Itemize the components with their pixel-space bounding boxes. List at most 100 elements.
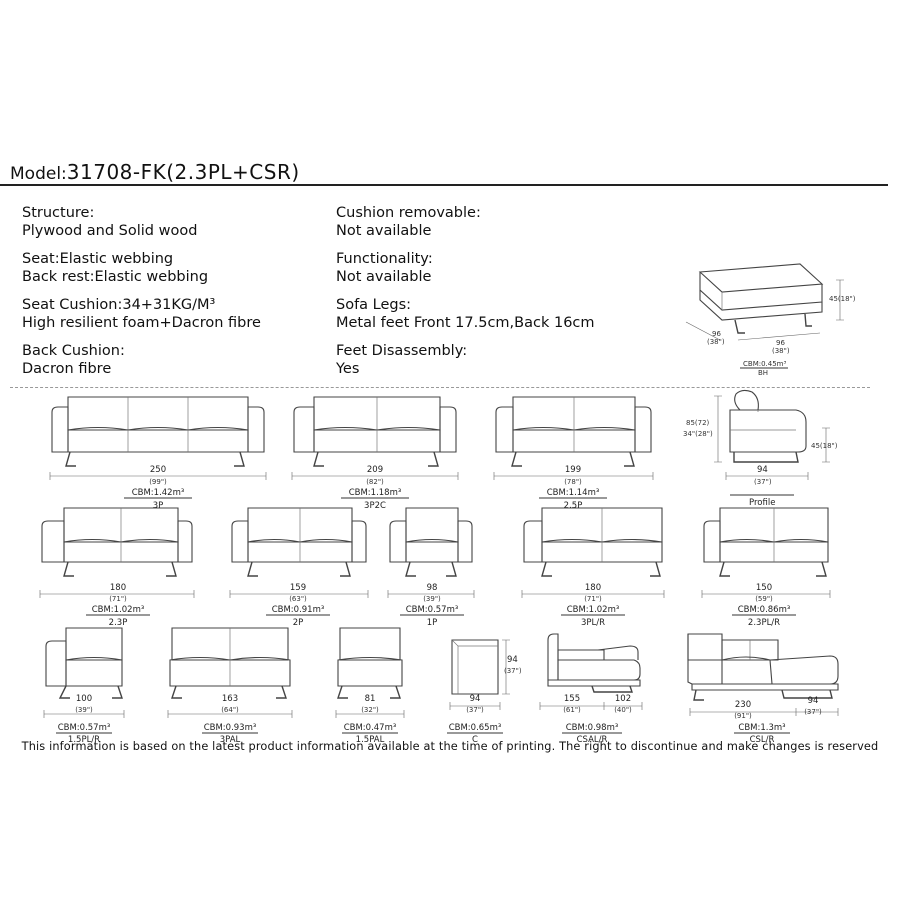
spec-line: Dacron fibre	[22, 361, 112, 377]
ottoman-code: BH	[758, 369, 768, 377]
code-corner: C	[472, 735, 478, 745]
dim2-csl: 94	[808, 696, 819, 706]
code-3p2c: 3P2C	[364, 501, 386, 511]
sofa-profile: 85(72) 34"(28") 45(18") 94 (37") Profile	[683, 389, 838, 508]
cbm-2-3p: CBM:1.02m³	[92, 605, 145, 615]
code-csal: CSAL/R	[577, 735, 608, 745]
dim-1-5pl-r: 100	[76, 694, 92, 704]
dim-csl: 230	[735, 700, 751, 710]
dim-3pal-in: (64")	[221, 706, 239, 714]
dim-2-3pl-r: 150	[756, 583, 772, 593]
code-3pal: 3PAL	[220, 735, 241, 745]
dim-csal: 155	[564, 694, 580, 704]
code-csl: CSL/R	[750, 735, 775, 745]
spec-line: Seat:Elastic webbing	[22, 251, 174, 267]
dim-2-5p: 199	[565, 465, 581, 475]
sofa-3p2c	[291, 396, 459, 480]
dim-2-3pl-r-in: (59")	[755, 595, 773, 603]
spec-line: Functionality:	[336, 251, 433, 267]
code-1-5pl-r: 1.5PL/R	[68, 735, 100, 745]
code-1p: 1P	[427, 618, 438, 628]
corner-side-dim: 94	[507, 655, 518, 665]
spec-line: Metal feet Front 17.5cm,Back 16cm	[336, 315, 595, 331]
spec-line: Yes	[336, 361, 360, 377]
spec-line: Cushion removable:	[336, 205, 481, 221]
dim-1-5pal: 81	[365, 694, 376, 704]
profile-back-height: 85(72)	[686, 419, 710, 427]
cbm-3pal: CBM:0.93m³	[204, 723, 257, 733]
profile-back-height-in: 34"(28")	[683, 430, 713, 438]
model-number: 31708-FK(2.3PL+CSR)	[66, 160, 300, 184]
code-2-3pl-r: 2.3PL/R	[748, 618, 780, 628]
sofa-1-5pl-r	[43, 627, 125, 718]
ottoman-width-dim: 96	[776, 339, 785, 347]
spec-line: High resilient foam+Dacron fibre	[22, 315, 261, 331]
cbm-2p: CBM:0.91m³	[272, 605, 325, 615]
spec-line: Sofa Legs:	[336, 297, 412, 313]
dim-3p2c: 209	[367, 465, 383, 475]
code-1-5pal: 1.5PAL	[356, 735, 385, 745]
code-2-3p: 2.3P	[109, 618, 128, 628]
profile-code: Profile	[749, 498, 775, 508]
cbm-2-3pl-r: CBM:0.86m³	[738, 605, 791, 615]
cbm-3pl-r: CBM:1.02m³	[567, 605, 620, 615]
dim-1p-in: (39")	[423, 595, 441, 603]
code-2-5p: 2.5P	[564, 501, 583, 511]
code-3pl-r: 3PL/R	[581, 618, 605, 628]
dim-3p: 250	[150, 465, 166, 475]
sofa-corner-c: 94 (37")	[449, 639, 522, 710]
cbm-2-5p: CBM:1.14m³	[547, 488, 600, 498]
model-heading: Model:31708-FK(2.3PL+CSR)	[10, 160, 300, 184]
dim-1-5pl-r-in: (39")	[75, 706, 93, 714]
profile-depth-in: (37")	[754, 478, 772, 486]
code-2p: 2P	[293, 618, 304, 628]
specs-right: Cushion removable: Not available Functio…	[336, 204, 595, 378]
dim-2p: 159	[290, 583, 306, 593]
spec-line: Plywood and Solid wood	[22, 223, 198, 239]
model-label: Model:	[10, 164, 67, 184]
spec-line: Back rest:Elastic webbing	[22, 269, 209, 285]
spec-line: Structure:	[22, 205, 95, 221]
dim-csal-in: (61")	[563, 706, 581, 714]
cbm-1p: CBM:0.57m³	[406, 605, 459, 615]
dim-csl-in: (91")	[734, 712, 752, 720]
spec-line: Back Cushion:	[22, 343, 125, 359]
sofa-2p	[229, 507, 369, 598]
cbm-1-5pal: CBM:0.47m³	[344, 723, 397, 733]
cbm-1-5pl-r: CBM:0.57m³	[58, 723, 111, 733]
spec-line: Not available	[336, 223, 432, 239]
sofa-3pal	[167, 627, 293, 718]
dim-2-3p-in: (71")	[109, 595, 127, 603]
sofa-2-3pl-r	[701, 507, 831, 598]
ottoman-drawing: 45(18") 96 (38") 96 (38") CBM:0.45m³ BH	[685, 263, 856, 377]
ottoman-depth-dim: 96	[712, 330, 721, 338]
sofa-3pl-r	[521, 507, 665, 598]
spec-line: Not available	[336, 269, 432, 285]
code-3p: 3P	[153, 501, 164, 511]
dim2-csal-in: (40")	[614, 706, 632, 714]
header-rule	[0, 184, 888, 186]
dim2-csl-in: (37")	[804, 708, 822, 716]
dim-3pl-r-in: (71")	[584, 595, 602, 603]
dim-3pl-r: 180	[585, 583, 601, 593]
dim-2-3p: 180	[110, 583, 126, 593]
sofa-chaise-csal-r	[539, 633, 643, 710]
dim-3p2c-in: (82")	[366, 478, 384, 486]
dim-corner: 94	[470, 694, 481, 704]
dim-2-5p-in: (78")	[564, 478, 582, 486]
sofa-3p	[49, 396, 267, 480]
sofa-chaise-csl-r	[687, 633, 839, 716]
cbm-csl: CBM:1.3m³	[738, 723, 785, 733]
disclaimer: This information is based on the latest …	[21, 740, 879, 753]
dim-3pal: 163	[222, 694, 238, 704]
specs-left: Structure: Plywood and Solid wood Seat:E…	[22, 204, 261, 378]
spec-line: Feet Disassembly:	[336, 343, 468, 359]
ottoman-depth-in: (38")	[707, 338, 725, 346]
sofa-1-5pal	[335, 627, 405, 718]
section-divider	[10, 387, 870, 388]
sofa-2-5p	[493, 396, 654, 480]
profile-depth-dim: 94	[757, 465, 768, 475]
spec-line: Seat Cushion:34+31KG/M³	[22, 297, 216, 313]
sofa-1p	[387, 507, 475, 598]
